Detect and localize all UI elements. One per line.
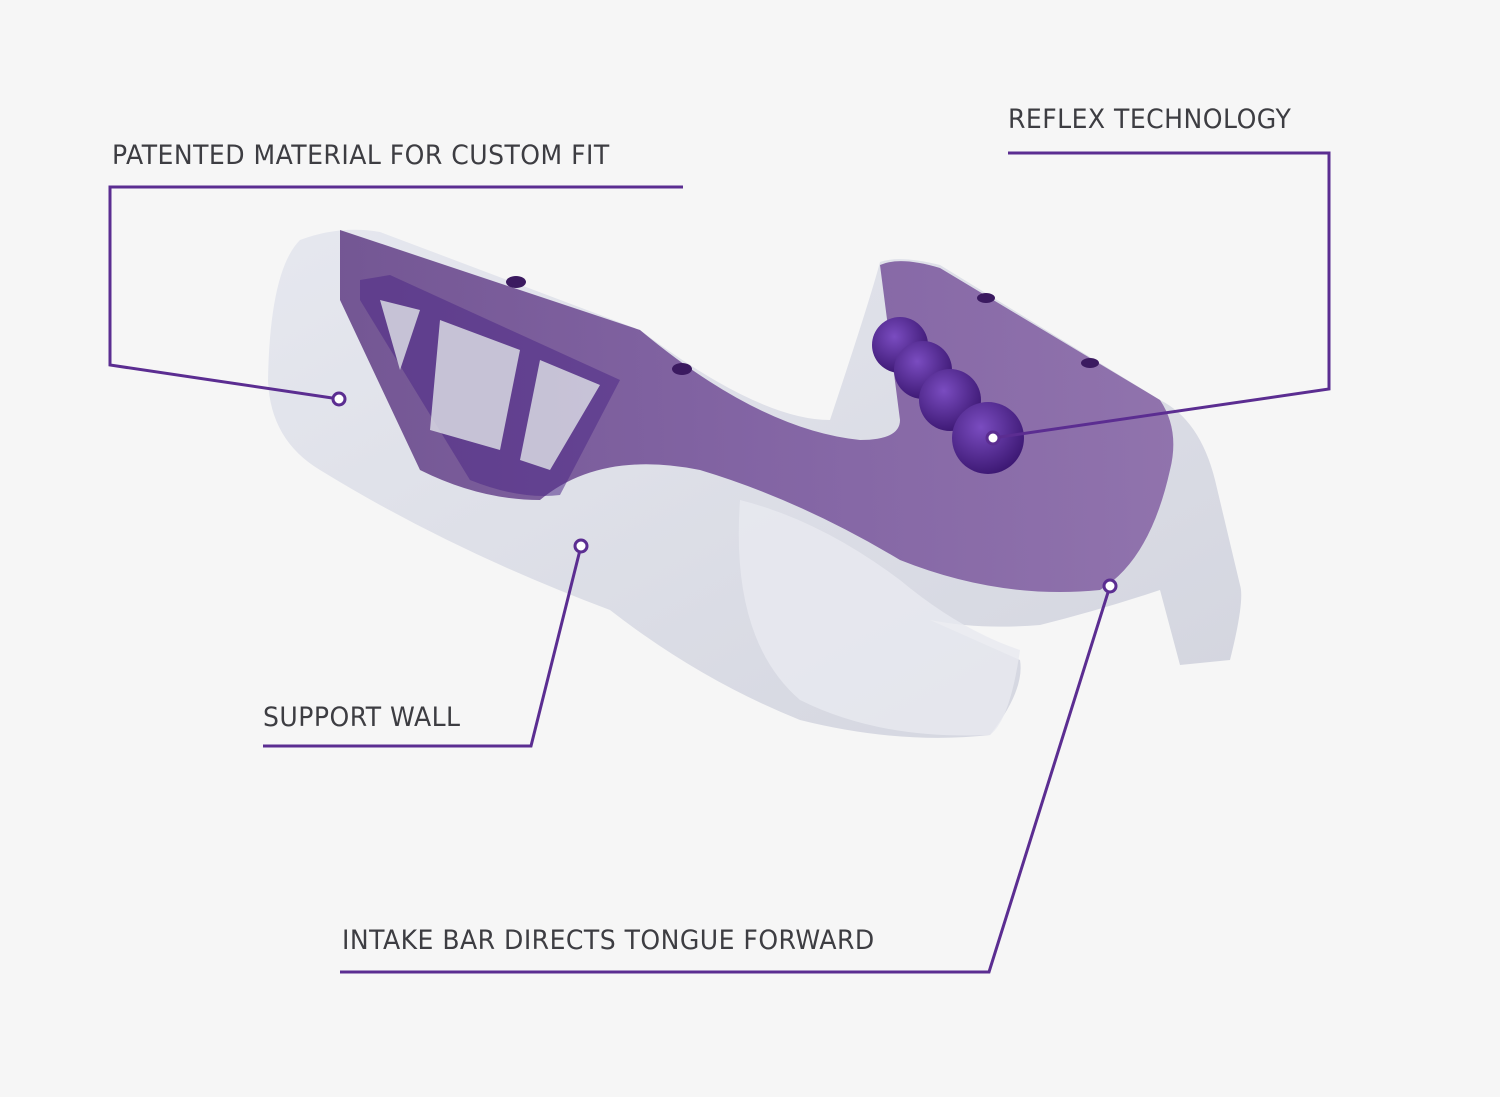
callout-line-intake-bar xyxy=(340,585,1112,974)
callout-label-intake-bar: INTAKE BAR DIRECTS TONGUE FORWARD xyxy=(342,925,875,956)
callout-line-custom-fit xyxy=(108,185,683,401)
callout-label-support-wall: SUPPORT WALL xyxy=(263,702,461,733)
callout-dot-intake-bar xyxy=(1102,578,1118,594)
callout-label-reflex: REFLEX TECHNOLOGY xyxy=(1008,104,1292,135)
callout-line-support-wall xyxy=(263,545,583,748)
callout-label-custom-fit: PATENTED MATERIAL FOR CUSTOM FIT xyxy=(112,140,610,171)
callout-dot-reflex xyxy=(985,430,1001,446)
callout-line-reflex xyxy=(992,151,1331,440)
callout-dot-support-wall xyxy=(573,538,589,554)
purple-frame xyxy=(340,230,1174,592)
reflex-balls xyxy=(872,317,1024,474)
callout-dot-custom-fit xyxy=(331,391,347,407)
